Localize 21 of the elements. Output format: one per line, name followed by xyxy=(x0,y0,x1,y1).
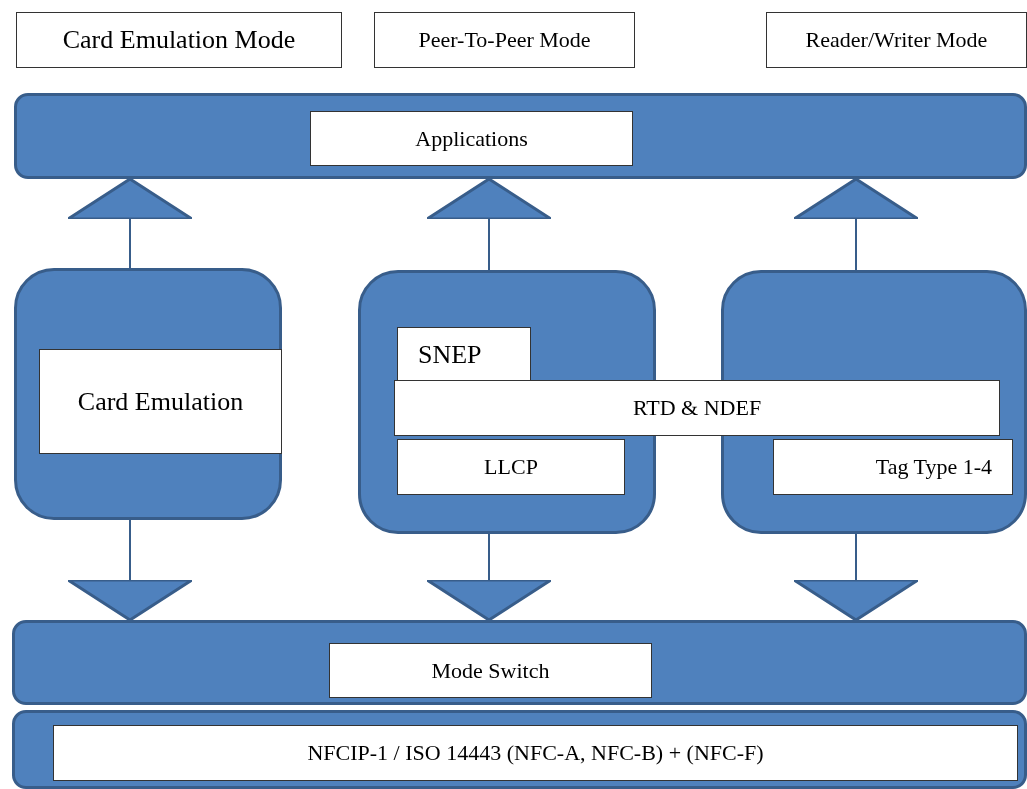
arrow xyxy=(792,177,920,271)
layer-label: LLCP xyxy=(397,439,625,495)
arrow xyxy=(66,519,194,622)
layer-band xyxy=(14,93,1027,179)
arrow xyxy=(425,533,553,622)
layer-label: RTD & NDEF xyxy=(394,380,1000,436)
layer-label: Mode Switch xyxy=(329,643,652,698)
layer-label: NFCIP-1 / ISO 14443 (NFC-A, NFC-B) + (NFC-F) xyxy=(53,725,1018,781)
layer-label: Tag Type 1-4 xyxy=(773,439,1013,495)
layer-label: Card Emulation xyxy=(39,349,282,454)
arrow xyxy=(792,533,920,622)
arrow xyxy=(66,177,194,269)
mode-label: Card Emulation Mode xyxy=(16,12,342,68)
layer-band xyxy=(12,620,1027,705)
mode-label: Reader/Writer Mode xyxy=(766,12,1027,68)
layer-band xyxy=(12,710,1027,789)
mode-label: Peer-To-Peer Mode xyxy=(374,12,635,68)
arrow xyxy=(425,177,553,271)
stack-panel xyxy=(14,268,282,520)
layer-label: SNEP xyxy=(397,327,531,383)
layer-label: Applications xyxy=(310,111,633,166)
